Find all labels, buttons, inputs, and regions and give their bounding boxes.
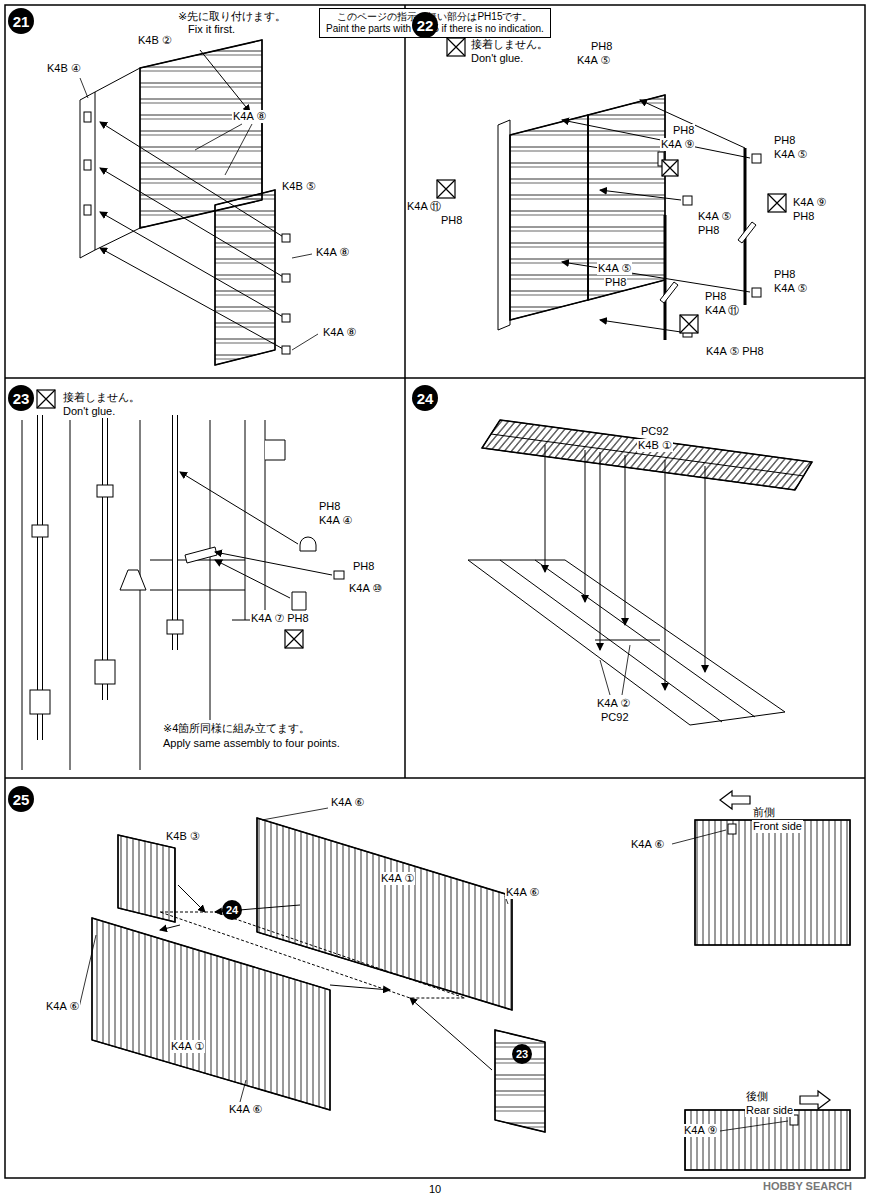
part-label: K4B ④ xyxy=(46,62,82,75)
part-label: 接着しません。 xyxy=(470,38,549,51)
part-label: Fix it first. xyxy=(187,23,236,36)
step-number-text: 24 xyxy=(417,390,434,407)
step-number: 24 xyxy=(412,385,438,411)
part-label: K4A ⑨ xyxy=(660,138,695,151)
part-label: K4A ⑥ xyxy=(630,838,665,851)
part-label: PH8 xyxy=(590,40,613,53)
part-label: K4B ② xyxy=(137,34,173,47)
part-label: K4A ① xyxy=(380,872,415,885)
part-label: Front side xyxy=(752,820,803,833)
part-label: K4A ⑥ xyxy=(330,796,365,809)
part-label: K4A ⑥ xyxy=(45,1000,80,1013)
part-label: PH8 xyxy=(672,124,695,137)
part-label: PH8 xyxy=(792,210,815,223)
part-label: ※4箇所同様に組み立てます。 xyxy=(162,722,311,735)
part-label: PH8 xyxy=(604,276,627,289)
part-label: K4A ⑤ PH8 xyxy=(705,345,765,358)
step-number: 23 xyxy=(512,1044,532,1064)
part-label: 接着しません。 xyxy=(62,391,141,404)
step-number-text: 22 xyxy=(417,17,434,34)
part-label: K4A ⑥ xyxy=(228,1103,263,1116)
part-label: PH8 xyxy=(704,290,727,303)
part-label: PH8 xyxy=(352,560,375,573)
part-label: Don't glue. xyxy=(62,405,116,418)
part-label: K4A ⑤ xyxy=(576,54,611,67)
part-label: Apply same assembly to four points. xyxy=(162,737,341,750)
part-label: K4A ⑪ xyxy=(704,304,740,317)
part-label: K4B ⑤ xyxy=(281,180,317,193)
step-number: 24 xyxy=(222,900,242,920)
part-label: K4A ⑩ xyxy=(348,582,383,595)
part-label: K4A ⑧ xyxy=(315,246,350,259)
part-label: K4A ⑥ xyxy=(505,886,540,899)
part-label: K4A ⑨ xyxy=(792,196,827,209)
part-label: K4A ⑪ xyxy=(406,200,442,213)
step-number-text: 21 xyxy=(13,13,30,30)
part-label: K4A ④ xyxy=(318,514,353,527)
part-label: K4B ③ xyxy=(165,830,201,843)
page-number: 10 xyxy=(428,1183,442,1196)
step-number-text: 24 xyxy=(226,904,238,916)
part-label: K4A ⑨ xyxy=(683,1124,718,1137)
step-number-text: 23 xyxy=(13,390,30,407)
step-number-text: 25 xyxy=(13,791,30,808)
part-label: Rear side xyxy=(745,1104,794,1117)
part-label: 後側 xyxy=(745,1090,769,1103)
part-label: K4B ① xyxy=(637,439,673,452)
part-label: K4A ① xyxy=(170,1040,205,1053)
part-label: ※先に取り付けます。 xyxy=(177,10,287,23)
step-number: 22 xyxy=(412,12,438,38)
watermark: HOBBY SEARCH xyxy=(762,1180,853,1193)
part-label: K4A ⑤ xyxy=(697,210,732,223)
part-label: Don't glue. xyxy=(470,52,524,65)
part-label: 前側 xyxy=(752,806,776,819)
part-label: PH8 xyxy=(773,268,796,281)
part-label: K4A ⑤ xyxy=(773,282,808,295)
step-number: 25 xyxy=(8,786,34,812)
part-label: K4A ⑧ xyxy=(232,110,267,123)
part-label: K4A ⑤ xyxy=(597,262,632,275)
part-label: K4A ② xyxy=(596,697,631,710)
part-label: K4A ⑧ xyxy=(322,326,357,339)
part-label: PC92 xyxy=(640,425,670,438)
part-label: PH8 xyxy=(440,214,463,227)
part-label: PC92 xyxy=(600,711,630,724)
part-label: K4A ⑦ PH8 xyxy=(250,612,310,625)
step-number-text: 23 xyxy=(516,1048,528,1060)
part-label: PH8 xyxy=(318,500,341,513)
part-label: PH8 xyxy=(697,224,720,237)
step-number: 21 xyxy=(8,8,34,34)
part-label: PH8 xyxy=(773,134,796,147)
step-number: 23 xyxy=(8,385,34,411)
part-label: K4A ⑤ xyxy=(773,148,808,161)
